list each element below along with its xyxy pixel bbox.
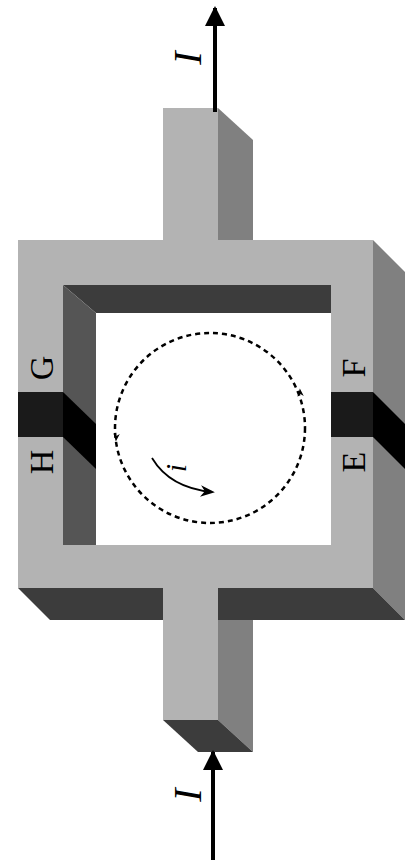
- current-arrow: [211, 752, 215, 860]
- current-direction-arrow: [152, 458, 212, 492]
- junction-label: H: [25, 450, 59, 475]
- top-lead: [163, 108, 253, 240]
- direction-arrow: [300, 390, 302, 412]
- loop-frame: [18, 240, 405, 620]
- circulating-current: [115, 333, 305, 523]
- junction-label: G: [25, 356, 59, 381]
- junction-label: F: [337, 359, 371, 378]
- current-arrow: [213, 8, 217, 112]
- circulating-current-label: i: [161, 464, 191, 472]
- current-label: I: [168, 51, 208, 64]
- bottom-lead: [163, 588, 253, 752]
- direction-arrow: [116, 418, 118, 440]
- junction-label: E: [337, 452, 371, 473]
- current-label: I: [168, 788, 208, 801]
